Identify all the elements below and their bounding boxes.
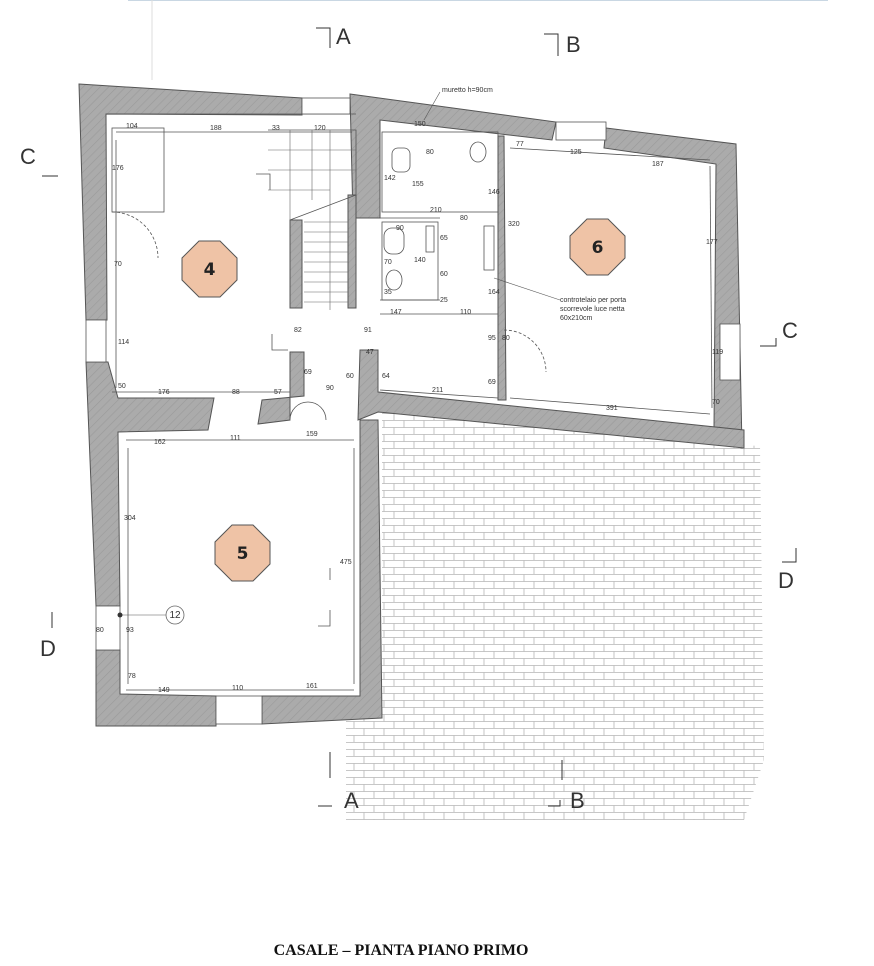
dim-label: 176 xyxy=(112,165,124,172)
room-number-6: 6 xyxy=(592,238,604,258)
dim-label: 187 xyxy=(652,161,664,168)
dim-label: 120 xyxy=(314,125,326,132)
dim-label: 475 xyxy=(340,559,352,566)
dim-label: 77 xyxy=(516,141,524,148)
dim-label: 80 xyxy=(460,215,468,222)
dim-label: 142 xyxy=(384,175,396,182)
dim-label: 69 xyxy=(488,379,496,386)
page-caption: CASALE – PIANTA PIANO PRIMO xyxy=(273,942,529,959)
note-frame-line2: scorrevole luce netta xyxy=(560,306,625,313)
dim-label: 177 xyxy=(706,239,718,246)
dim-label: 80 xyxy=(96,627,104,634)
terrace-tiles xyxy=(346,412,764,820)
dim-label: 320 xyxy=(508,221,520,228)
section-label-b-bottom: B xyxy=(570,788,585,813)
dim-label: 93 xyxy=(126,627,134,634)
dim-label: 91 xyxy=(364,327,372,334)
dim-label: 147 xyxy=(390,309,402,316)
note-frame-line3: 60x210cm xyxy=(560,315,592,322)
dim-label: 47 xyxy=(366,349,374,356)
dim-label: 78 xyxy=(128,673,136,680)
inner-lines xyxy=(85,97,741,725)
dim-label: 149 xyxy=(158,687,170,694)
section-label-a-top: A xyxy=(336,24,351,49)
room-badge-6: 6 xyxy=(569,218,626,276)
dim-label: 65 xyxy=(440,235,448,242)
dim-label: 146 xyxy=(488,189,500,196)
section-markers xyxy=(42,27,797,807)
dim-label: 110 xyxy=(460,309,471,316)
dim-label: 57 xyxy=(274,389,282,396)
room-number-4: 4 xyxy=(204,260,216,280)
dim-label: 111 xyxy=(230,435,241,442)
dim-label: 188 xyxy=(210,125,222,132)
dim-label: 90 xyxy=(396,225,404,232)
dim-label: 164 xyxy=(488,289,500,296)
room-badge-4: 4 xyxy=(181,240,238,298)
dim-label: 114 xyxy=(118,339,129,346)
section-label-d-left: D xyxy=(40,636,56,661)
section-label-c-right: C xyxy=(782,318,798,343)
dim-label: 50 xyxy=(118,383,126,390)
note-frame-line1: controtelaio per porta xyxy=(560,297,626,304)
dim-label: 82 xyxy=(294,327,302,334)
section-label-b-top: B xyxy=(566,32,581,57)
dim-label: 60 xyxy=(440,271,448,278)
dim-label: 35 xyxy=(384,289,392,296)
dim-label: 60 xyxy=(346,373,354,380)
marker-12: 12 xyxy=(117,605,185,625)
dim-label: 64 xyxy=(382,373,390,380)
dim-label: 110 xyxy=(232,685,243,692)
note-low-wall: muretto h=90cm xyxy=(442,87,493,94)
dim-label: 150 xyxy=(414,121,426,128)
dim-label: 176 xyxy=(158,389,170,396)
section-label-c-left: C xyxy=(20,144,36,169)
dim-label: 95 xyxy=(488,335,496,342)
section-label-a-bottom: A xyxy=(344,788,359,813)
room-badge-5: 5 xyxy=(214,524,271,582)
dim-label: 70 xyxy=(114,261,122,268)
dim-label: 125 xyxy=(570,149,582,156)
dim-label: 88 xyxy=(232,389,240,396)
dim-label: 25 xyxy=(440,297,448,304)
dimension-labels: 104 188 33 120 150 80 77 125 187 176 70 … xyxy=(96,121,723,694)
dim-label: 140 xyxy=(414,257,426,264)
dim-label: 161 xyxy=(306,683,318,690)
dim-label: 159 xyxy=(306,431,318,438)
dim-label: 155 xyxy=(412,181,424,188)
dim-label: 80 xyxy=(502,335,510,342)
dim-label: 69 xyxy=(304,369,312,376)
dim-label: 391 xyxy=(606,405,618,412)
dim-label: 80 xyxy=(426,149,434,156)
dim-label: 162 xyxy=(154,439,166,446)
dim-label: 304 xyxy=(124,515,136,522)
room-number-5: 5 xyxy=(237,544,249,564)
dim-label: 90 xyxy=(326,385,334,392)
bathroom-fixtures xyxy=(383,141,495,291)
dim-label: 33 xyxy=(272,125,280,132)
dim-label: 119 xyxy=(712,349,723,356)
section-label-d-right: D xyxy=(778,568,794,593)
dim-label: 70 xyxy=(712,399,720,406)
dim-label: 104 xyxy=(126,123,138,130)
dim-label: 210 xyxy=(430,207,442,214)
dim-label: 70 xyxy=(384,259,392,266)
dim-label: 211 xyxy=(432,387,443,394)
marker-12-label: 12 xyxy=(169,610,181,621)
